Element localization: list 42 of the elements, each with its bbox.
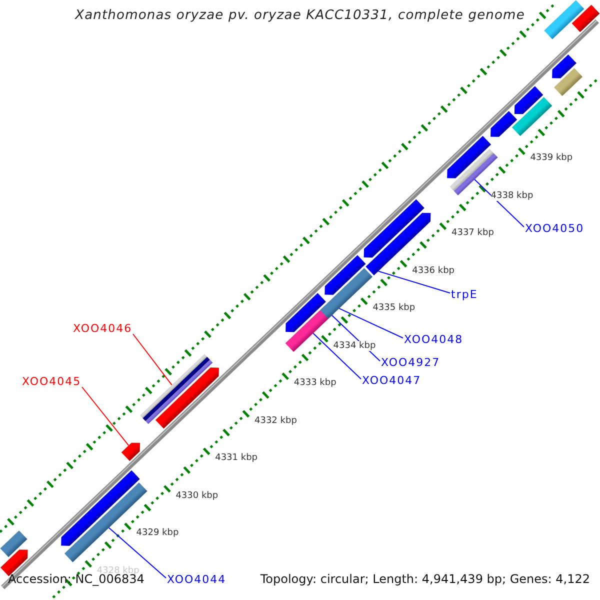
genome-stats-label: Topology: circular; Length: 4,941,439 bp; Genes: 4,122 [260, 573, 590, 587]
scale-label: 4337 kbp [452, 228, 494, 238]
gene-block [324, 255, 366, 295]
gene-block [552, 54, 576, 78]
gene-block [554, 68, 583, 96]
gene-label: XOO4048 [404, 334, 464, 347]
gene-label: XOO4046 [73, 323, 132, 336]
scale-label: 4329 kbp [136, 528, 179, 539]
gene-block [286, 293, 326, 332]
gene-block [140, 354, 213, 424]
scale-label: 4339 kbp [530, 153, 573, 164]
gene-block [514, 86, 544, 114]
gene-block [320, 268, 373, 319]
scale-label: 4334 kbp [333, 340, 376, 351]
scale-label: 4331 kbp [215, 453, 258, 464]
leader-line [338, 308, 404, 338]
gene-label: XOO4047 [362, 375, 422, 388]
scale-label: 4335 kbp [372, 303, 416, 314]
scale-label: 4330 kbp [176, 490, 218, 501]
scale-label: 4338 kbp [490, 190, 534, 201]
leader-line [378, 270, 450, 294]
leader-line [82, 386, 130, 446]
gene-label: XOO4045 [22, 376, 82, 389]
gene-label: XOO4927 [381, 357, 440, 370]
gene-block [364, 199, 424, 258]
gene-label: XOO4044 [167, 574, 226, 587]
gene-block [155, 368, 219, 429]
scale-label: 4336 kbp [412, 266, 454, 276]
leader-line [108, 527, 166, 578]
title: Xanthomonas oryzae pv. oryzae KACC10331, complete genome [74, 9, 526, 24]
scale-label: 4333 kbp [294, 378, 336, 388]
gene-block [490, 111, 518, 137]
leader-line [312, 332, 362, 380]
gene-block [447, 136, 492, 178]
gene-block [121, 442, 140, 462]
leader-line [474, 178, 524, 228]
gene-block [572, 4, 600, 32]
gene-label: trpE [451, 289, 478, 302]
gene-label: XOO4050 [525, 223, 584, 236]
leader-line [132, 334, 172, 386]
scale-label: 4332 kbp [254, 416, 297, 426]
gene-block [0, 530, 28, 558]
